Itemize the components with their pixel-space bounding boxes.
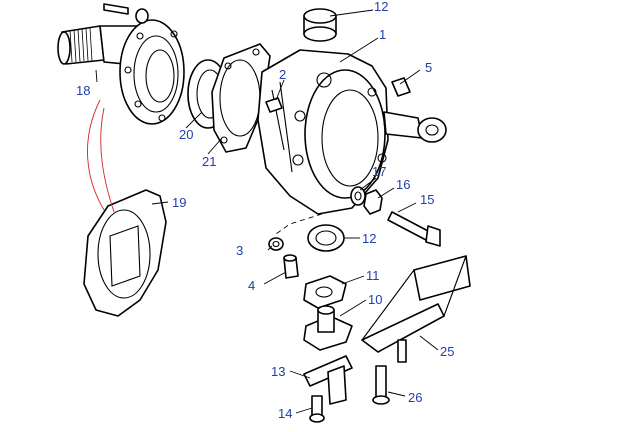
part-13-small-bracket: [303, 355, 353, 405]
part-4-stud: [283, 254, 299, 279]
part-17-washer: [350, 186, 366, 206]
part-12-cap-top: [303, 8, 337, 42]
callout-11: 11: [366, 268, 380, 283]
assembly-dashed-line: [275, 213, 323, 235]
callout-16: 16: [396, 177, 410, 192]
callout-1: 1: [379, 27, 386, 42]
part-11-gasket-plate: [303, 275, 347, 309]
callout-20: 20: [179, 127, 193, 142]
callout-17: 17: [372, 164, 386, 179]
callout-19: 19: [172, 195, 186, 210]
red-link-curves: [87, 99, 115, 213]
callout-labels: 12 1 2 5 18 20 21 19 17 16 15 12 3 4 11 …: [76, 0, 454, 421]
callout-4: 4: [248, 278, 255, 293]
callout-18: 18: [76, 83, 90, 98]
callout-5: 5: [425, 60, 432, 75]
callout-12-top: 12: [374, 0, 388, 14]
part-12-bearing: [307, 224, 345, 252]
part-2-stud: [265, 97, 283, 113]
callout-3: 3: [236, 243, 243, 258]
part-5-bolt: [391, 77, 411, 97]
part-19-lock-washer: [83, 189, 167, 317]
callout-12-middle: 12: [362, 231, 376, 246]
callout-10: 10: [368, 292, 382, 307]
part-14-bolt: [309, 395, 325, 423]
part-1-housing: [257, 49, 447, 215]
part-15-bolt: [387, 211, 441, 247]
callout-14: 14: [278, 406, 292, 421]
callout-15: 15: [420, 192, 434, 207]
callout-25: 25: [440, 344, 454, 359]
leader-lines: [95, 9, 439, 414]
part-25-bracket: [361, 255, 471, 363]
callout-21: 21: [202, 154, 216, 169]
callout-13: 13: [271, 364, 285, 379]
part-3-washer: [268, 237, 284, 251]
part-26-bolt: [372, 365, 390, 405]
callout-26: 26: [408, 390, 422, 405]
callout-2: 2: [279, 67, 286, 82]
part-10-spigot: [303, 305, 353, 351]
part-21-gasket: [211, 43, 271, 153]
part-16-nut: [363, 189, 383, 215]
part-18-flanged-shaft: [57, 3, 185, 125]
